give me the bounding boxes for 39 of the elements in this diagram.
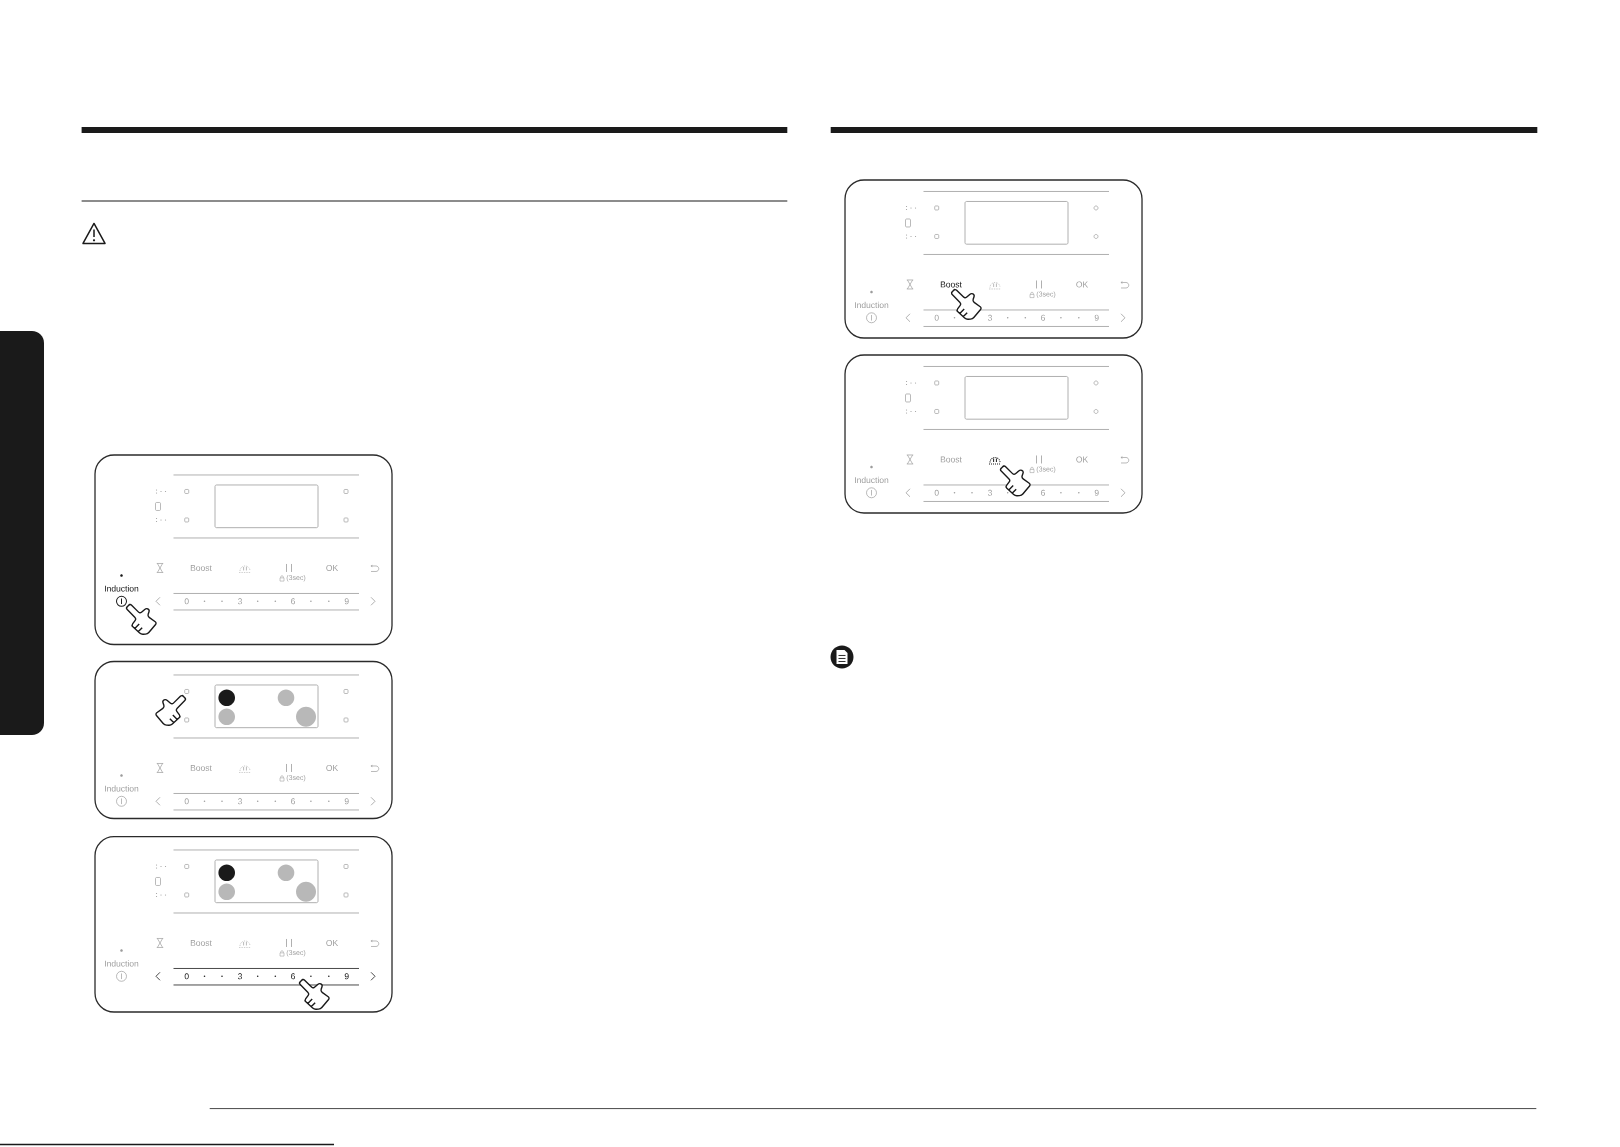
panel-label: Induction [855,301,889,309]
key-label: OK [326,565,339,571]
key-label: Boost [190,565,212,571]
scale-number: 6 [291,798,295,805]
scale-number: 9 [344,798,349,805]
scale-number: 0 [934,314,939,321]
scale-number: 3 [988,314,992,321]
scale-number: 9 [1094,314,1099,321]
scale-number: 9 [344,973,349,980]
key-label: OK [326,940,339,946]
key-label: Boost [940,456,962,463]
scale-number: 3 [988,489,992,496]
key-label: OK [1076,456,1089,463]
key-label: OK [1076,281,1089,288]
scale-number: 3 [237,598,242,605]
scale-number: 0 [184,798,189,805]
scale-number: 3 [237,973,242,980]
scale-number: 6 [1041,314,1045,321]
scale-number: 0 [934,489,939,496]
scale-number: 9 [344,598,349,605]
key-label: OK [326,765,339,771]
panel-label: Induction [105,960,139,967]
display-screen [964,201,1069,245]
display-screen [964,376,1069,420]
scale-number: 6 [291,598,295,605]
panel-label: Induction [105,585,139,592]
display-screen [214,484,319,529]
scale-number: 9 [1094,489,1099,496]
side-tab [0,331,44,735]
key-label: Boost [190,765,212,771]
key-label: Boost [190,940,212,946]
panel-label: Induction [855,476,889,484]
scale-number: 6 [1041,489,1045,496]
scale-number: 0 [184,973,189,980]
key-label: Boost [940,281,962,288]
scale-number: 3 [237,798,242,805]
panel-label: Induction [105,785,139,792]
scale-number: 6 [291,973,295,980]
scale-number: 0 [184,598,189,605]
